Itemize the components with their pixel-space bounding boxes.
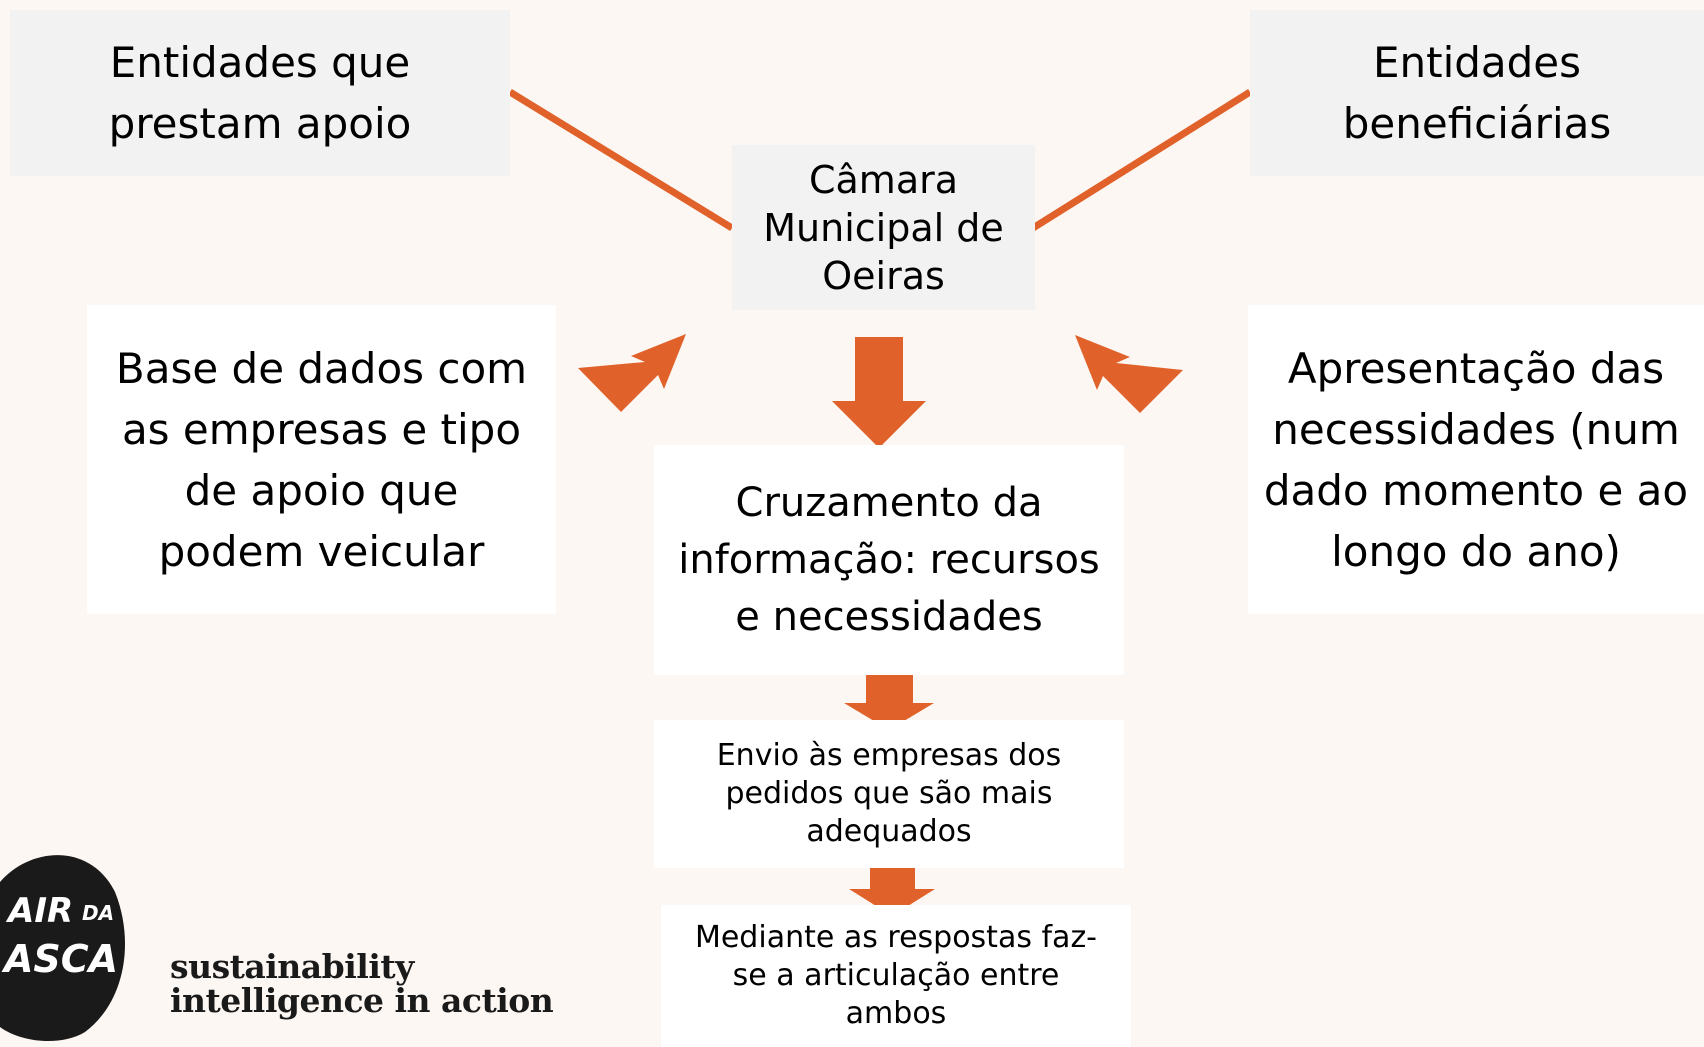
box-needs-presentation: Apresentação das necessidades (num dado … xyxy=(1248,305,1704,614)
connector-line-right xyxy=(1031,89,1252,231)
logo-tagline-line-2: intelligence in action xyxy=(170,981,554,1020)
box-support-entities: Entidades que prestam apoio xyxy=(10,10,510,176)
box-articulation: Mediante as respostas faz-se a articulaç… xyxy=(661,905,1131,1047)
box-send-requests: Envio às empresas dos pedidos que são ma… xyxy=(654,720,1124,868)
arrow-down-icon xyxy=(844,675,934,730)
connector-line-left xyxy=(508,89,734,231)
logo-tagline-line-1: sustainability xyxy=(170,947,414,986)
box-articulation-label: Mediante as respostas faz-se a articulaç… xyxy=(694,920,1098,1031)
box-needs-presentation-label: Apresentação das necessidades (num dado … xyxy=(1263,343,1689,576)
svg-text:DA: DA xyxy=(82,901,114,925)
logo-tagline: sustainability intelligence in action xyxy=(170,947,554,1020)
sair-da-casca-logo: AIR DA ASCA xyxy=(0,855,125,1042)
box-information-crossing-label: Cruzamento da informação: recursos e nec… xyxy=(678,479,1100,640)
arrow-up-right-icon xyxy=(578,334,686,412)
box-company-database: Base de dados com as empresas e tipo de … xyxy=(87,305,556,614)
box-city-council-label: Câmara Municipal de Oeiras xyxy=(763,157,1004,298)
box-city-council: Câmara Municipal de Oeiras xyxy=(732,145,1035,310)
svg-text:AIR: AIR xyxy=(5,891,73,931)
arrow-up-left-icon xyxy=(1075,335,1183,413)
box-support-entities-label: Entidades que prestam apoio xyxy=(108,38,412,148)
box-send-requests-label: Envio às empresas dos pedidos que são ma… xyxy=(716,738,1062,849)
arrow-down-icon xyxy=(832,337,926,448)
box-information-crossing: Cruzamento da informação: recursos e nec… xyxy=(654,445,1124,675)
arrow-down-icon xyxy=(849,863,935,916)
box-beneficiary-entities-label: Entidades beneficiárias xyxy=(1342,38,1612,148)
box-company-database-label: Base de dados com as empresas e tipo de … xyxy=(115,343,528,576)
svg-text:ASCA: ASCA xyxy=(1,937,118,981)
box-beneficiary-entities: Entidades beneficiárias xyxy=(1250,10,1704,176)
